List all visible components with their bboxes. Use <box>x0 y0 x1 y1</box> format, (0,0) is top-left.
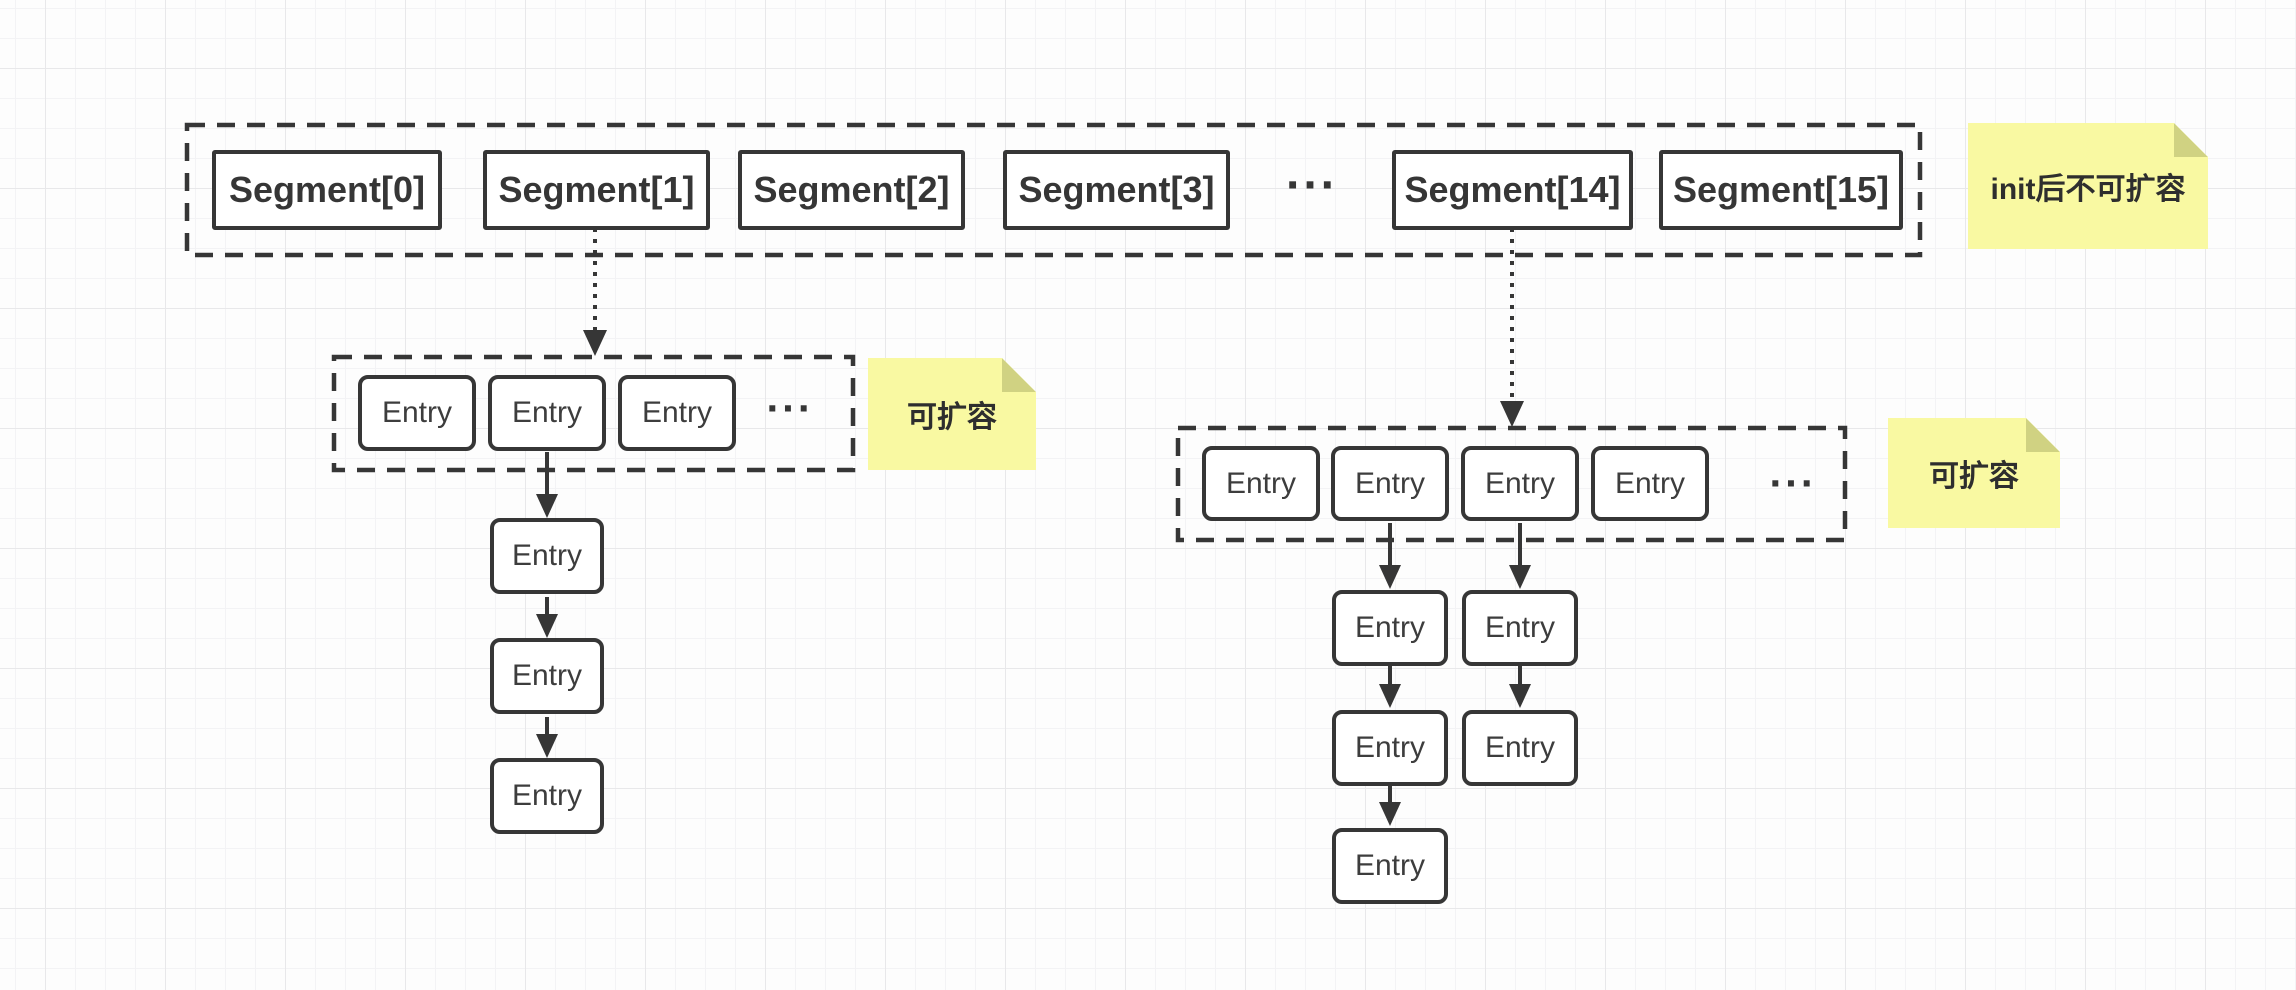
entry-label: Entry <box>511 779 583 812</box>
right-expand-note[interactable]: 可扩容 <box>1888 418 2060 528</box>
right-bucket-entry-4[interactable]: Entry <box>1591 446 1709 521</box>
entry-label: Entry <box>1484 731 1556 764</box>
left-bucket-entry-1[interactable]: Entry <box>358 375 476 451</box>
arrow-right-chain-b-1[interactable] <box>1509 666 1531 708</box>
segment-1-label: Segment[1] <box>498 169 695 210</box>
init-note-label: init后不可扩容 <box>1990 173 2186 206</box>
entry-label: Entry <box>1484 466 1556 500</box>
right-expand-note-label: 可扩容 <box>1929 460 2019 493</box>
left-expand-note-label: 可扩容 <box>907 401 997 434</box>
arrow-right-chain-a-1[interactable] <box>1379 666 1401 708</box>
entry-label: Entry <box>511 659 583 692</box>
right-bucket-entry-3[interactable]: Entry <box>1461 446 1579 521</box>
segment-1-box[interactable]: Segment[1] <box>483 150 710 230</box>
right-chain-b-entry-1[interactable]: Entry <box>1462 590 1578 666</box>
left-chain-entry-3[interactable]: Entry <box>490 758 604 834</box>
dotted-arrow-segment14-to-right-bucket[interactable] <box>1500 228 1524 427</box>
entry-label: Entry <box>1354 849 1426 882</box>
entry-label: Entry <box>641 396 713 429</box>
right-chain-b-entry-2[interactable]: Entry <box>1462 710 1578 786</box>
entry-label: Entry <box>1354 466 1426 500</box>
entry-label: Entry <box>1354 611 1426 644</box>
segments-array-container[interactable] <box>184 122 1923 258</box>
segment-0-label: Segment[0] <box>228 169 426 210</box>
right-chain-a-entry-3[interactable]: Entry <box>1332 828 1448 904</box>
entry-label: Entry <box>1225 466 1297 500</box>
arrow-left-bucket-to-chain[interactable] <box>536 452 558 518</box>
arrow-right-chain-a-2[interactable] <box>1379 786 1401 826</box>
entry-label: Entry <box>1484 611 1556 644</box>
arrow-right-bucket-to-chain-b[interactable] <box>1509 523 1531 589</box>
arrow-left-chain-1[interactable] <box>536 597 558 638</box>
left-chain-entry-2[interactable]: Entry <box>490 638 604 714</box>
right-chain-a-entry-1[interactable]: Entry <box>1332 590 1448 666</box>
entry-label: Entry <box>511 396 583 429</box>
segment-14-box[interactable]: Segment[14] <box>1392 150 1633 230</box>
segment-14-label: Segment[14] <box>1404 169 1621 210</box>
left-expand-note[interactable]: 可扩容 <box>868 358 1036 470</box>
right-bucket-entry-1[interactable]: Entry <box>1202 446 1320 521</box>
left-bucket-entry-2[interactable]: Entry <box>488 375 606 451</box>
left-bucket-container[interactable] <box>331 354 856 473</box>
segment-3-box[interactable]: Segment[3] <box>1003 150 1230 230</box>
segment-2-box[interactable]: Segment[2] <box>738 150 965 230</box>
dotted-arrow-segment1-to-left-bucket[interactable] <box>583 228 607 356</box>
entry-label: Entry <box>1614 466 1686 500</box>
segment-0-box[interactable]: Segment[0] <box>212 150 442 230</box>
arrow-right-bucket-to-chain-a[interactable] <box>1379 523 1401 589</box>
right-bucket-entry-2[interactable]: Entry <box>1331 446 1449 521</box>
right-chain-a-entry-2[interactable]: Entry <box>1332 710 1448 786</box>
left-bucket-entry-3[interactable]: Entry <box>618 375 736 451</box>
right-bucket-ellipsis: ... <box>1769 448 1817 496</box>
right-bucket-container[interactable] <box>1175 425 1848 543</box>
segments-ellipsis: ... <box>1285 145 1338 199</box>
left-chain-entry-1[interactable]: Entry <box>490 518 604 594</box>
segment-3-label: Segment[3] <box>1018 169 1215 210</box>
entry-label: Entry <box>1354 731 1426 764</box>
segment-15-label: Segment[15] <box>1672 169 1890 210</box>
left-bucket-ellipsis: ... <box>766 373 814 421</box>
segment-15-box[interactable]: Segment[15] <box>1659 150 1903 230</box>
arrow-left-chain-2[interactable] <box>536 717 558 758</box>
init-note[interactable]: init后不可扩容 <box>1968 123 2208 249</box>
segment-2-label: Segment[2] <box>753 169 950 210</box>
entry-label: Entry <box>511 539 583 572</box>
entry-label: Entry <box>381 396 453 429</box>
